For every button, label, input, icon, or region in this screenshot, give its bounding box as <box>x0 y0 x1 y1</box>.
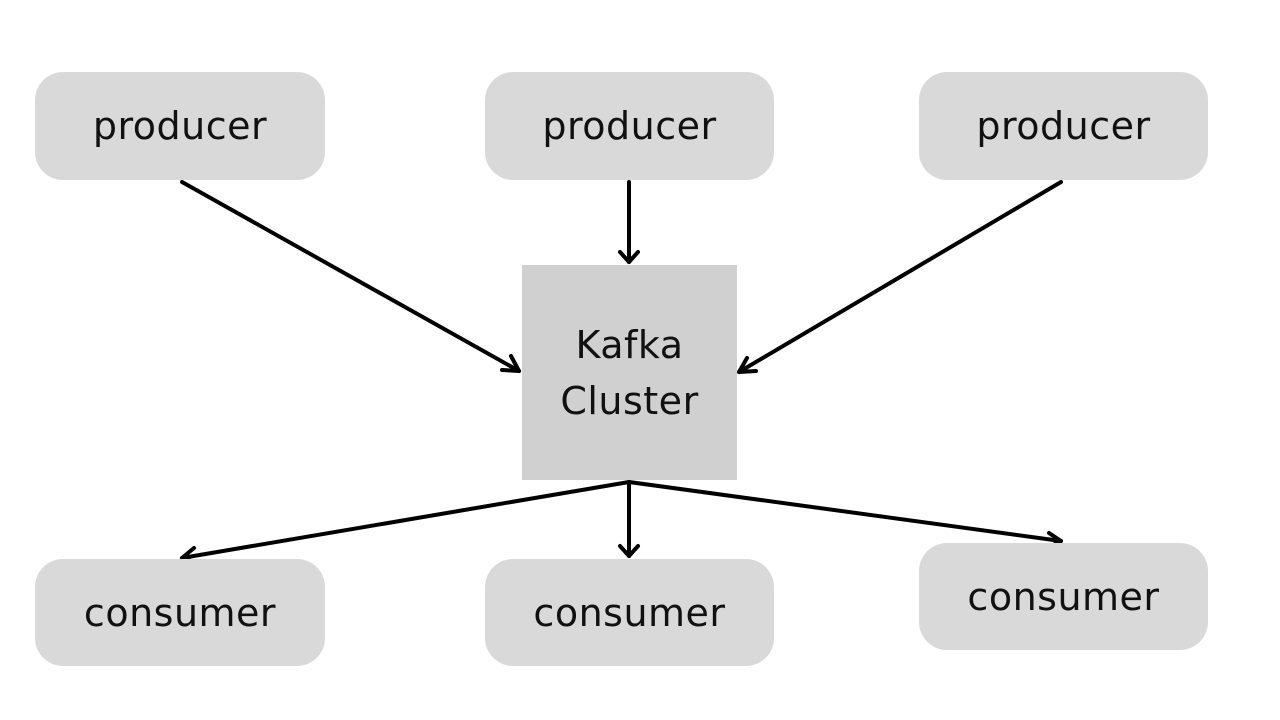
producer-label: producer <box>976 104 1151 148</box>
consumer-label: consumer <box>83 590 277 635</box>
consumer-node-1[interactable]: consumer <box>35 559 325 666</box>
edge-producer-2-to-cluster <box>618 180 640 264</box>
cluster-label-line1: Kafka <box>575 322 684 367</box>
consumer-node-2[interactable]: consumer <box>485 559 774 666</box>
producer-node-2[interactable]: producer <box>485 72 774 180</box>
consumer-label: consumer <box>967 574 1160 619</box>
edge-producer-1-to-cluster <box>180 180 521 373</box>
edge-cluster-to-consumer-1 <box>180 480 631 565</box>
consumer-node-3[interactable]: consumer <box>919 543 1208 650</box>
consumer-label: consumer <box>533 590 726 635</box>
edge-producer-3-to-cluster <box>737 180 1063 374</box>
producer-label: producer <box>92 104 268 148</box>
producer-node-3[interactable]: producer <box>919 72 1208 180</box>
producer-label: producer <box>542 104 717 148</box>
producer-node-1[interactable]: producer <box>35 72 325 180</box>
kafka-cluster-node[interactable]: Kafka Cluster <box>522 265 737 480</box>
edge-cluster-to-consumer-3 <box>627 480 1063 550</box>
cluster-label-line2: Cluster <box>560 378 699 423</box>
edge-cluster-to-consumer-2 <box>618 480 640 558</box>
